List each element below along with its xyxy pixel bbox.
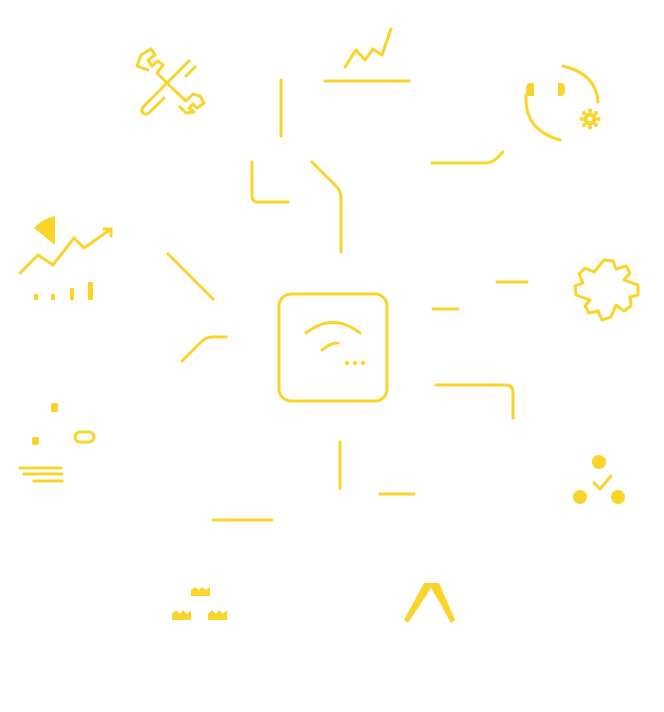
nodes-toggle-icon bbox=[18, 403, 96, 483]
merge-arrow-icon bbox=[404, 583, 455, 623]
line-chart-icon bbox=[323, 27, 411, 83]
face-gear-icon bbox=[524, 64, 601, 142]
wifi-chip-icon bbox=[277, 292, 389, 403]
connector-lines bbox=[166, 78, 529, 522]
gear-icon bbox=[573, 258, 640, 322]
people-group-icon bbox=[172, 587, 227, 620]
wrench-screwdriver-icon bbox=[135, 47, 206, 116]
team-check-icon bbox=[573, 455, 625, 504]
pie-bar-chart-icon bbox=[18, 216, 113, 300]
